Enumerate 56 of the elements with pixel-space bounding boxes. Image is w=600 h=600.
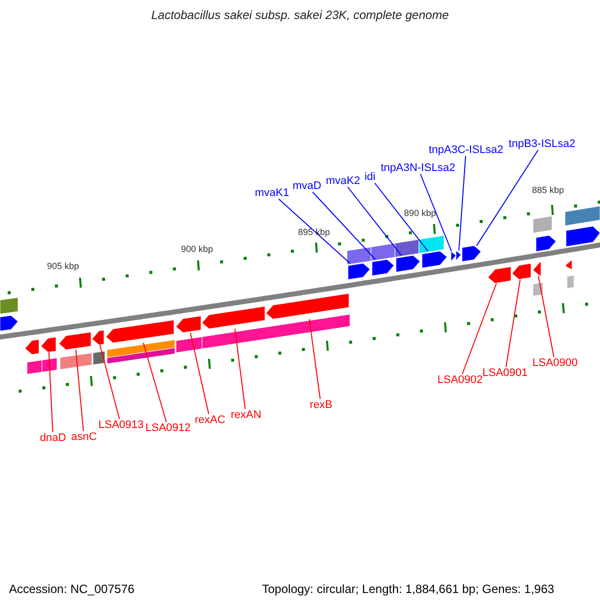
leader-line <box>308 318 321 400</box>
leader-line <box>462 282 497 374</box>
leader-line <box>347 186 402 256</box>
gene-label: tnpA3C-ISLsa2 <box>428 144 504 156</box>
gene-feature <box>488 266 512 284</box>
leader-line <box>312 192 376 260</box>
gene-feature <box>564 259 572 270</box>
gene-label: LSA0912 <box>145 422 191 434</box>
genome-summary-text: Topology: circular; Length: 1,884,661 bp; Genes: 1,963 <box>262 582 554 596</box>
gene-feature <box>450 251 456 262</box>
scale-label: 895 kbp <box>298 227 330 237</box>
gene-label: mvaK2 <box>326 175 360 187</box>
gene-feature <box>536 235 556 252</box>
leader-line <box>190 332 210 414</box>
leader-line <box>75 349 84 432</box>
leader-line <box>99 344 120 420</box>
gene-feature <box>422 250 448 268</box>
gene-label: mvaD <box>292 180 322 192</box>
gene-label: rexAN <box>230 409 262 421</box>
gene-label: mvaK1 <box>254 187 290 199</box>
gene-feature <box>176 316 202 333</box>
gene-feature <box>40 336 56 352</box>
gene-label: LSA0900 <box>532 357 578 369</box>
gene-label: tnpB3-ISLsa2 <box>508 138 576 150</box>
gene-label: LSA0913 <box>98 419 144 431</box>
gene-label: LSA0902 <box>437 374 483 386</box>
gene-label: tnpA3N-ISLsa2 <box>380 162 456 174</box>
gene-feature <box>266 293 350 320</box>
gene-feature <box>396 255 420 272</box>
gene-label: rexB <box>310 399 332 411</box>
leader-line <box>476 150 539 246</box>
leader-line <box>420 174 452 252</box>
gene-label: idi <box>364 171 376 183</box>
leader-line <box>234 328 246 410</box>
gene-label: dnaD <box>40 432 66 444</box>
gene-label: LSA0901 <box>482 367 528 379</box>
gene-feature <box>566 226 600 247</box>
leader-line <box>538 275 554 358</box>
gene-label: rexAC <box>194 414 226 426</box>
scale-label: 885 kbp <box>532 185 564 195</box>
scale-label: 900 kbp <box>180 244 214 254</box>
scale-label: 905 kbp <box>46 261 80 271</box>
scale-label: 890 kbp <box>404 208 436 218</box>
gene-label: asnC <box>71 431 97 443</box>
leader-line <box>506 278 521 368</box>
leader-line <box>142 342 167 422</box>
leader-line <box>374 182 428 252</box>
gene-feature <box>348 263 370 280</box>
gene-feature <box>24 339 40 355</box>
title: Lactobacillus sakei subsp. sakei 23K, complete genome <box>150 8 450 22</box>
gene-feature <box>0 315 18 332</box>
gene-feature <box>372 259 394 276</box>
leader-line <box>48 352 54 432</box>
accession-text: Accession: NC_007576 <box>9 582 134 596</box>
leader-line <box>278 198 350 264</box>
leader-line <box>458 156 466 251</box>
